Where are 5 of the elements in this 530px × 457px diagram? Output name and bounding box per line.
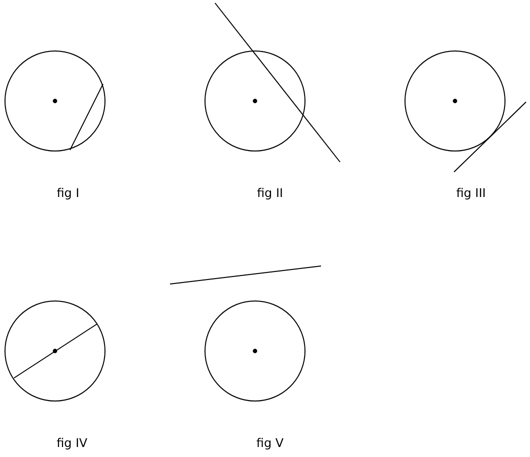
- figure-label: fig III: [456, 186, 486, 200]
- figure-label: fig II: [256, 186, 284, 200]
- figure-label: fig I: [56, 186, 80, 200]
- figure-label: fig IV: [56, 436, 88, 450]
- figure-label: fig V: [256, 436, 284, 450]
